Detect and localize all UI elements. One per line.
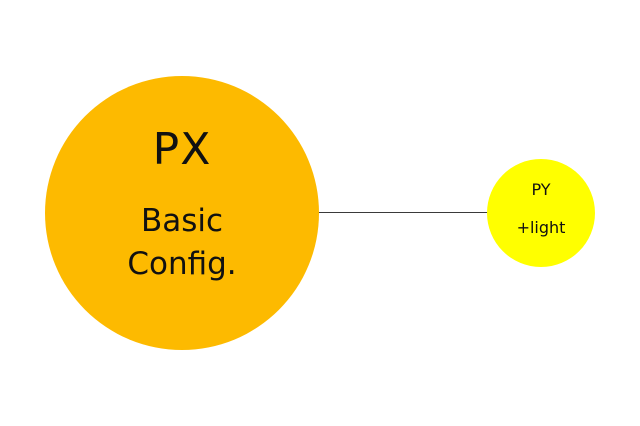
node-px: PX Basic Config. bbox=[45, 76, 319, 350]
node-py: PY +light bbox=[487, 159, 595, 267]
node-px-subtitle-line1: Basic bbox=[140, 202, 224, 239]
node-py-subtitle: +light bbox=[516, 218, 566, 237]
node-py-title: PY bbox=[531, 180, 551, 199]
node-px-title: PX bbox=[152, 123, 212, 175]
connector-line bbox=[318, 212, 490, 213]
node-px-subtitle-line2: Config. bbox=[127, 246, 237, 282]
node-px-subtitle: Basic Config. bbox=[127, 200, 236, 287]
